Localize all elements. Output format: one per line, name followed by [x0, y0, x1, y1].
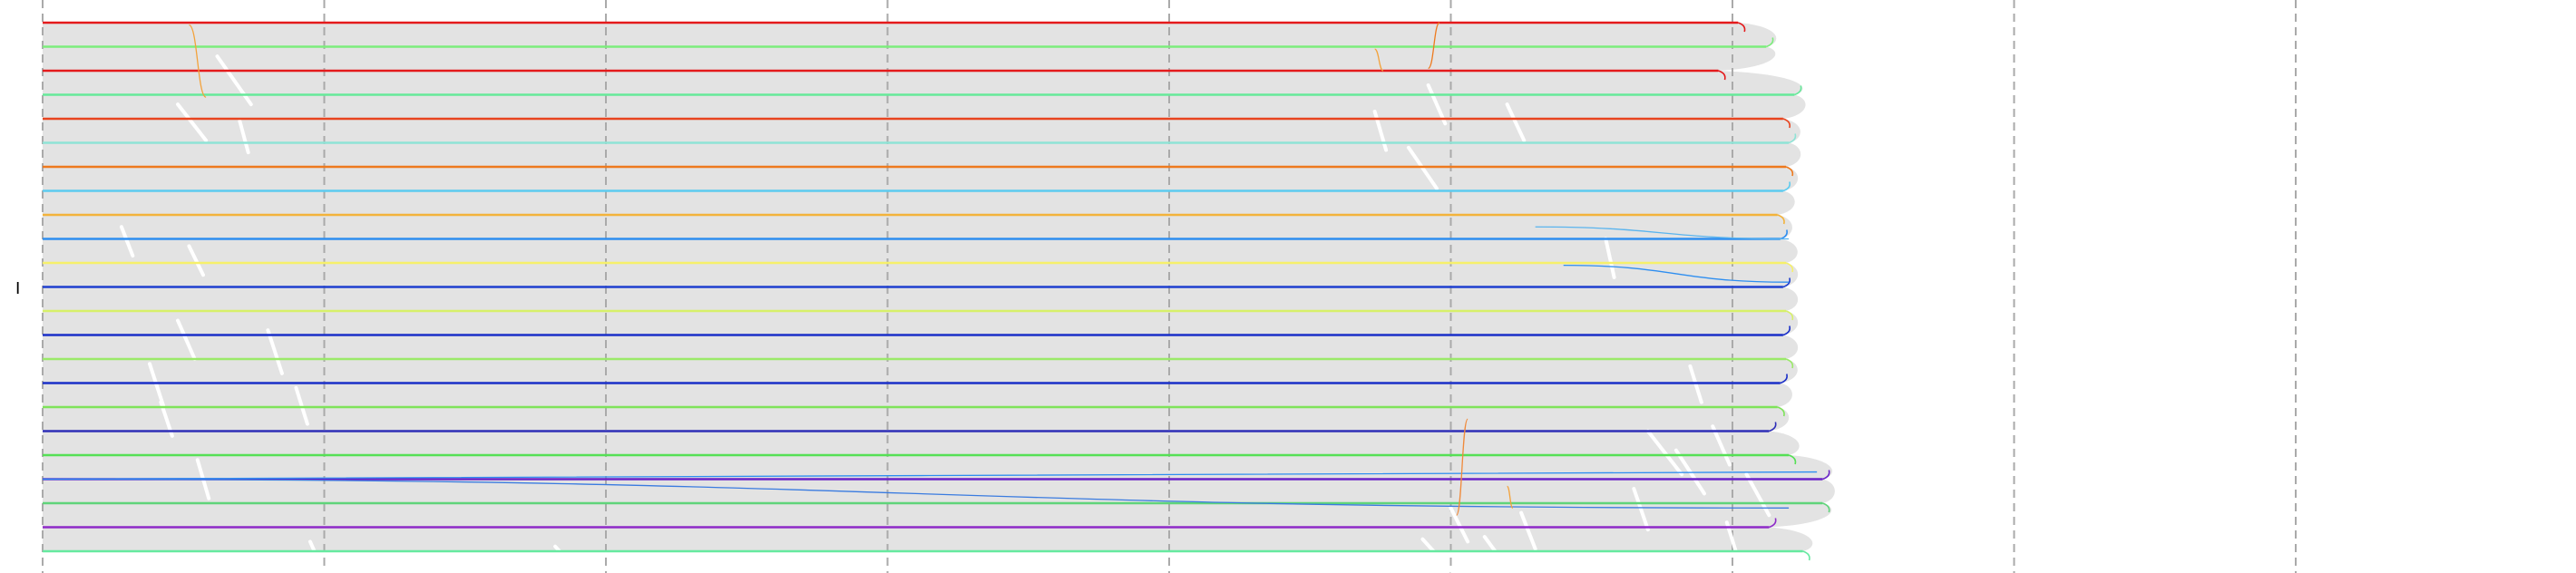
series-end-cap	[1788, 133, 1797, 144]
ribbon-gap-mark	[187, 244, 205, 277]
ribbon-gap-mark	[1420, 537, 1457, 573]
crossing-line	[42, 478, 1790, 509]
ribbon-band	[43, 479, 1835, 503]
ribbon-band	[43, 238, 1798, 263]
ribbon-band	[43, 359, 1798, 384]
series-end-cap	[1769, 518, 1777, 529]
ribbon-gap-mark	[1449, 506, 1470, 544]
series-end-cap	[1785, 166, 1794, 177]
crossing-line	[1506, 485, 1514, 509]
ribbon-band	[43, 407, 1790, 432]
series-end-cap	[1782, 181, 1791, 192]
ribbon-gap-mark	[307, 539, 327, 573]
series-layer	[43, 21, 1830, 561]
ribbon-gap-mark	[176, 318, 197, 361]
ribbon-gap-mark	[610, 554, 631, 573]
series-end-cap	[1782, 118, 1791, 129]
ribbon-band	[43, 46, 1776, 71]
ribbon-gap-mark	[119, 225, 135, 258]
series-end-cap	[1777, 406, 1785, 417]
crossing-line	[1428, 22, 1440, 69]
crossing-line	[1563, 265, 1790, 283]
ribbon-band	[43, 142, 1801, 167]
ribbon-band	[43, 94, 1806, 119]
ribbon-band	[43, 190, 1795, 215]
series-end-cap	[1718, 70, 1726, 81]
ribbon-gap-mark	[215, 54, 253, 107]
ribbon-gap-mark	[1688, 364, 1703, 404]
ribbon-gap-mark	[1519, 510, 1537, 551]
series-end-cap	[1765, 37, 1774, 48]
ribbon-gap-mark	[1482, 535, 1514, 573]
ribbon-band	[43, 335, 1799, 359]
y-axis-label: I	[15, 279, 21, 298]
ribbon-band	[43, 286, 1799, 311]
series-end-cap	[1785, 262, 1794, 273]
ribbon-band	[43, 503, 1832, 528]
series-end-cap	[1822, 502, 1830, 513]
ribbon-gap-mark	[176, 102, 209, 142]
crossing-line	[1456, 418, 1469, 516]
ribbon-gap-mark	[1406, 145, 1439, 190]
ribbon-band	[43, 23, 1777, 47]
series-end-cap	[1802, 550, 1810, 561]
ribbon-band	[43, 263, 1799, 287]
ribbon-gap-mark	[266, 328, 284, 375]
ribbon-gap-mark	[238, 119, 250, 155]
series-end-cap	[1777, 214, 1785, 225]
crossing-line	[1535, 226, 1790, 240]
series-end-cap	[1785, 310, 1794, 321]
ribbon-gap-mark	[1724, 520, 1741, 560]
crossing-line	[188, 24, 207, 98]
ribbon-gap-mark	[1505, 102, 1527, 142]
series-end-cap	[1782, 325, 1791, 336]
ribbon-band	[43, 215, 1792, 239]
ribbon-band	[43, 527, 1813, 551]
ribbon-gap-mark	[147, 362, 166, 409]
ribbon-gap-mark	[1632, 487, 1650, 532]
series-end-cap	[1769, 422, 1777, 432]
crossing-line	[1374, 48, 1384, 72]
ribbon-band	[43, 383, 1792, 407]
series-end-cap	[1737, 22, 1746, 33]
series-end-cap	[1788, 454, 1797, 465]
ribbon-band	[43, 431, 1800, 455]
ribbon-gap-mark	[1604, 237, 1616, 279]
ribbon-gap-mark	[1426, 83, 1448, 126]
ribbon-band	[43, 119, 1800, 143]
ribbon-band	[43, 167, 1799, 191]
ribbon-band	[43, 71, 1803, 95]
ribbon-band	[43, 311, 1799, 335]
series-end-cap	[1794, 85, 1802, 96]
series-end-cap	[1822, 470, 1830, 481]
ribbon-gap-mark	[294, 385, 309, 426]
series-end-cap	[1785, 358, 1794, 369]
series-end-cap	[1780, 374, 1788, 384]
series-end-cap	[1782, 277, 1791, 288]
ribbon-gap-mark	[1711, 424, 1732, 467]
ribbon-band-layer	[43, 23, 1835, 551]
ribbon-gap-mark	[1645, 429, 1684, 477]
